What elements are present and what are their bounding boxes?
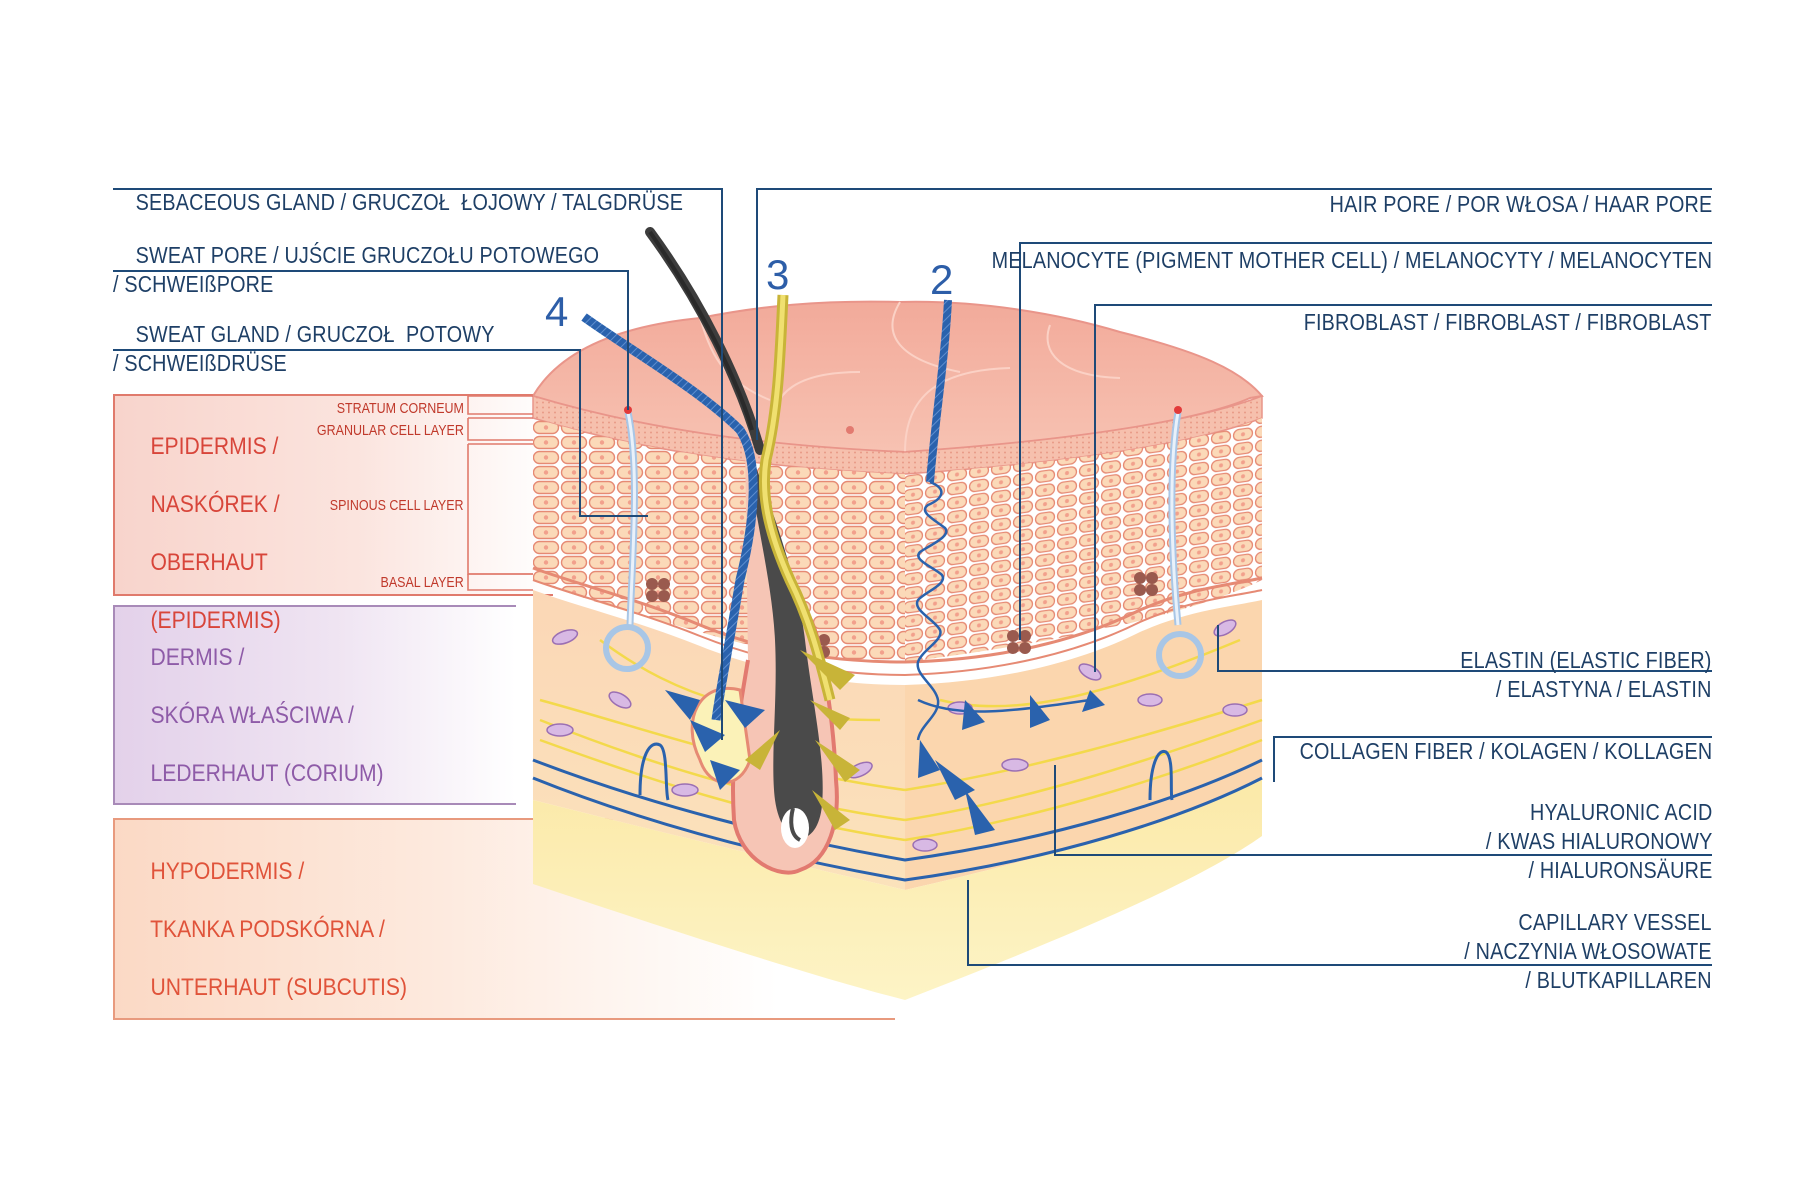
dermis-label: DERMIS / SKÓRA WŁAŚCIWA / LEDERHAUT (COR… <box>150 644 384 787</box>
leader-lines <box>113 188 1712 966</box>
number-3: 3 <box>766 251 790 298</box>
layer-brackets <box>467 395 533 591</box>
epidermis-zone <box>113 394 553 596</box>
nerve-2 <box>915 299 1105 835</box>
label-melanocyte: MELANOCYTE (PIGMENT MOTHER CELL) / MELAN… <box>991 247 1712 273</box>
label-collagen: COLLAGEN FIBER / KOLAGEN / KOLLAGEN <box>1299 738 1712 764</box>
dermis-zone <box>113 605 516 805</box>
label-sebaceous-gland: SEBACEOUS GLAND / GRUCZOŁ ŁOJOWY / TALGD… <box>135 189 684 215</box>
label-fibroblast: FIBROBLAST / FIBROBLAST / FIBROBLAST <box>1304 309 1712 335</box>
sweat-gland-right <box>1156 406 1204 679</box>
label-hair-pore: HAIR PORE / POR WŁOSA / HAAR PORE <box>1329 191 1712 217</box>
epidermis-label: EPIDERMIS / NASKÓREK / OBERHAUT (EPIDERM… <box>150 433 281 634</box>
number-2: 2 <box>930 256 954 303</box>
number-4: 4 <box>545 288 569 335</box>
granular-layer-label: GRANULAR CELL LAYER <box>317 423 464 439</box>
label-sweat-gland: SWEAT GLAND / GRUCZOŁ POTOWY/ SCHWEIßDRÜ… <box>113 321 495 376</box>
nerve-3 <box>745 294 860 830</box>
spinous-layer-label: SPINOUS CELL LAYER <box>330 498 464 514</box>
basal-layer-label: BASAL LAYER <box>380 575 464 591</box>
label-capillary-vessel: CAPILLARY VESSEL/ NACZYNIA WŁOSOWATE/ BL… <box>1464 909 1712 993</box>
stratum-corneum-label: STRATUM CORNEUM <box>336 401 464 417</box>
label-sweat-pore: SWEAT PORE / UJŚCIE GRUCZOŁU POTOWEGO/ S… <box>113 242 600 297</box>
label-hyaluronic-acid: HYALURONIC ACID/ KWAS HIALURONOWY/ HIALU… <box>1485 799 1712 883</box>
label-elastin: ELASTIN (ELASTIC FIBER)/ ELASTYNA / ELAS… <box>1460 647 1712 702</box>
hypodermis-label: HYPODERMIS / TKANKA PODSKÓRNA / UNTERHAU… <box>150 858 408 1001</box>
nerve-4 <box>581 313 765 790</box>
